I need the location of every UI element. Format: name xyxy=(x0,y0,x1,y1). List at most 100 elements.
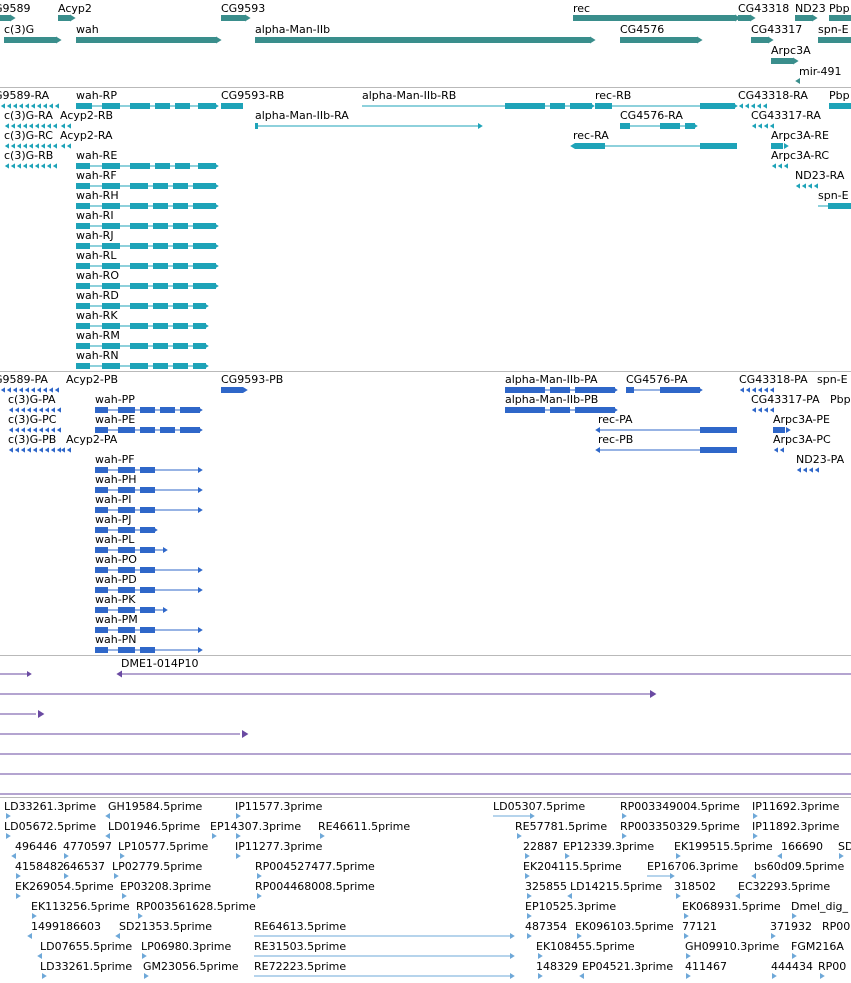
transcript-glyph[interactable] xyxy=(204,303,209,309)
est-label[interactable]: bs60d09.5prime xyxy=(754,860,845,873)
gene-label[interactable]: mir-491 xyxy=(799,65,842,78)
est-label[interactable]: IP11277.3prime xyxy=(235,840,323,853)
protein-glyph[interactable] xyxy=(757,407,762,413)
transcript-glyph[interactable] xyxy=(34,163,39,169)
transcript-glyph[interactable] xyxy=(153,243,168,249)
transcript-label[interactable]: wah-RM xyxy=(76,329,120,342)
gene-glyph[interactable] xyxy=(4,37,56,43)
transcript-label[interactable]: Pbp xyxy=(829,89,850,102)
transcript-glyph[interactable] xyxy=(255,123,258,129)
est-label[interactable]: 4158482 xyxy=(15,860,64,873)
protein-label[interactable]: wah-PH xyxy=(95,473,137,486)
transcript-glyph[interactable] xyxy=(478,123,483,129)
est-label[interactable]: EK113256.5prime xyxy=(31,900,130,913)
est-label[interactable]: LD33261.5prime xyxy=(40,960,133,973)
protein-glyph[interactable] xyxy=(6,387,11,393)
gene-glyph[interactable] xyxy=(245,14,251,22)
transcript-glyph[interactable] xyxy=(36,103,41,109)
est-glyph[interactable] xyxy=(16,893,21,899)
gene-label[interactable]: alpha-Man-IIb xyxy=(255,23,331,36)
est-glyph[interactable] xyxy=(772,973,777,979)
gene-glyph[interactable] xyxy=(771,58,793,64)
transcript-glyph[interactable] xyxy=(763,123,768,129)
protein-glyph[interactable] xyxy=(698,387,703,393)
transcript-glyph[interactable] xyxy=(620,123,630,129)
transcript-glyph[interactable] xyxy=(829,103,851,109)
protein-glyph[interactable] xyxy=(773,447,778,453)
transcript-glyph[interactable] xyxy=(744,103,749,109)
transcript-glyph[interactable] xyxy=(52,143,57,149)
transcript-label[interactable]: spn-E xyxy=(818,189,849,202)
est-label[interactable]: LD14215.5prime xyxy=(570,880,663,893)
gene-label[interactable]: Arpc3A xyxy=(771,44,811,57)
est-label[interactable]: 166690 xyxy=(781,840,823,853)
transcript-glyph[interactable] xyxy=(700,143,737,149)
gene-label[interactable]: CG43318 xyxy=(738,2,790,15)
transcript-glyph[interactable] xyxy=(52,163,57,169)
protein-glyph[interactable] xyxy=(36,387,41,393)
transcript-glyph[interactable] xyxy=(76,363,90,369)
est-glyph[interactable] xyxy=(525,873,530,879)
transcript-glyph[interactable] xyxy=(595,103,612,109)
protein-label[interactable]: ND23-PA xyxy=(796,453,845,466)
gene-glyph[interactable] xyxy=(795,15,812,21)
protein-glyph[interactable] xyxy=(95,647,108,653)
transcript-glyph[interactable] xyxy=(153,363,168,369)
protein-glyph[interactable] xyxy=(56,427,61,433)
transcript-glyph[interactable] xyxy=(40,163,45,169)
protein-glyph[interactable] xyxy=(56,447,61,453)
protein-glyph[interactable] xyxy=(613,407,618,413)
transcript-glyph[interactable] xyxy=(102,163,120,169)
transcript-label[interactable]: wah-RJ xyxy=(76,229,114,242)
protein-glyph[interactable] xyxy=(163,547,168,553)
transcript-label[interactable]: CG43317-RA xyxy=(751,109,821,122)
transcript-glyph[interactable] xyxy=(130,243,148,249)
transcript-glyph[interactable] xyxy=(570,143,575,149)
transcript-label[interactable]: CG43318-RA xyxy=(738,89,808,102)
est-glyph[interactable] xyxy=(16,873,21,879)
protein-glyph[interactable] xyxy=(32,447,37,453)
est-glyph[interactable] xyxy=(142,953,147,959)
est-label[interactable]: RP00 xyxy=(822,920,851,933)
est-label[interactable]: RP003349004.5prime xyxy=(620,800,740,813)
transcript-glyph[interactable] xyxy=(783,163,788,169)
transcript-glyph[interactable] xyxy=(18,103,23,109)
est-label[interactable]: Dmel_dig_ xyxy=(791,900,849,913)
est-label[interactable]: RE31503.5prime xyxy=(254,940,347,953)
protein-glyph[interactable] xyxy=(180,427,200,433)
protein-label[interactable]: wah-PM xyxy=(95,613,138,626)
gene-label[interactable]: c(3)G xyxy=(4,23,35,36)
est-label[interactable]: EK068931.5prime xyxy=(682,900,781,913)
transcript-glyph[interactable] xyxy=(693,123,698,129)
transcript-glyph[interactable] xyxy=(193,263,216,269)
protein-glyph[interactable] xyxy=(118,407,135,413)
transcript-glyph[interactable] xyxy=(757,123,762,129)
gene-glyph[interactable] xyxy=(58,15,70,21)
est-glyph[interactable] xyxy=(777,853,782,859)
protein-glyph[interactable] xyxy=(44,427,49,433)
gene-glyph[interactable] xyxy=(829,15,851,21)
est-label[interactable]: 1499186603 xyxy=(31,920,101,933)
transcript-glyph[interactable] xyxy=(193,363,206,369)
protein-glyph[interactable] xyxy=(14,407,19,413)
protein-glyph[interactable] xyxy=(198,587,203,593)
protein-glyph[interactable] xyxy=(660,387,700,393)
protein-glyph[interactable] xyxy=(26,447,31,453)
transcript-glyph[interactable] xyxy=(102,103,120,109)
transcript-glyph[interactable] xyxy=(700,103,735,109)
transcript-label[interactable]: wah-RH xyxy=(76,189,119,202)
transcript-glyph[interactable] xyxy=(155,163,170,169)
protein-glyph[interactable] xyxy=(95,487,108,493)
transcript-glyph[interactable] xyxy=(16,143,21,149)
protein-label[interactable]: c(3)G-PB xyxy=(8,433,57,446)
transcript-glyph[interactable] xyxy=(46,123,51,129)
gene-glyph[interactable] xyxy=(750,14,756,22)
est-glyph[interactable] xyxy=(27,933,32,939)
transcript-glyph[interactable] xyxy=(130,323,148,329)
est-glyph[interactable] xyxy=(771,933,776,939)
est-label[interactable]: GH19584.5prime xyxy=(108,800,203,813)
est-glyph[interactable] xyxy=(115,933,120,939)
protein-glyph[interactable] xyxy=(18,387,23,393)
transcript-glyph[interactable] xyxy=(795,183,800,189)
transcript-glyph[interactable] xyxy=(76,343,90,349)
